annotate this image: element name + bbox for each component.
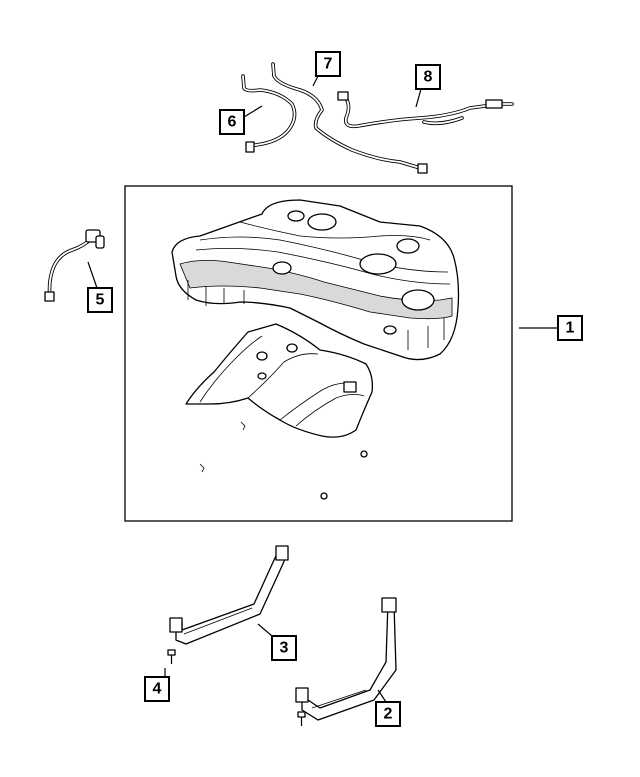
leader-6 bbox=[243, 105, 263, 118]
leader-lines bbox=[87, 75, 558, 703]
tank-strap-3 bbox=[169, 545, 289, 645]
tank-strap-2 bbox=[295, 597, 397, 721]
callout-1: 1 bbox=[557, 315, 583, 341]
wiring-harness-5 bbox=[44, 229, 105, 302]
leader-8 bbox=[415, 88, 422, 108]
callout-7-label: 7 bbox=[324, 56, 333, 73]
fuel-lines-assembly bbox=[241, 62, 514, 174]
callout-4-label: 4 bbox=[153, 681, 162, 698]
leader-3 bbox=[257, 623, 273, 637]
fastener-c bbox=[360, 450, 368, 458]
fuel-line-6 bbox=[241, 74, 297, 153]
callout-2: 2 bbox=[375, 701, 401, 727]
fastener-d bbox=[320, 492, 328, 500]
fuel-tank-1 bbox=[171, 199, 460, 361]
frame-fasteners bbox=[199, 421, 368, 500]
fastener-b bbox=[199, 463, 205, 473]
fuel-line-7 bbox=[271, 62, 428, 174]
callout-3: 3 bbox=[271, 635, 297, 661]
leader-7 bbox=[312, 75, 319, 87]
bolts-4 bbox=[167, 649, 306, 726]
callout-4: 4 bbox=[144, 676, 170, 702]
fuel-tank-frame bbox=[124, 185, 513, 522]
callout-2-label: 2 bbox=[384, 706, 393, 723]
callout-1-label: 1 bbox=[566, 320, 575, 337]
fuel-line-8 bbox=[337, 91, 514, 129]
callout-6-label: 6 bbox=[228, 114, 237, 131]
leader-2 bbox=[377, 689, 387, 703]
heat-shield bbox=[185, 323, 374, 438]
fastener-a bbox=[240, 421, 246, 431]
callout-3-label: 3 bbox=[280, 640, 289, 657]
callout-8: 8 bbox=[415, 64, 441, 90]
callout-5: 5 bbox=[87, 287, 113, 313]
callout-8-label: 8 bbox=[424, 69, 433, 86]
callout-6: 6 bbox=[219, 109, 245, 135]
callout-7: 7 bbox=[315, 51, 341, 77]
callout-5-label: 5 bbox=[96, 292, 105, 309]
leader-5 bbox=[87, 261, 98, 289]
